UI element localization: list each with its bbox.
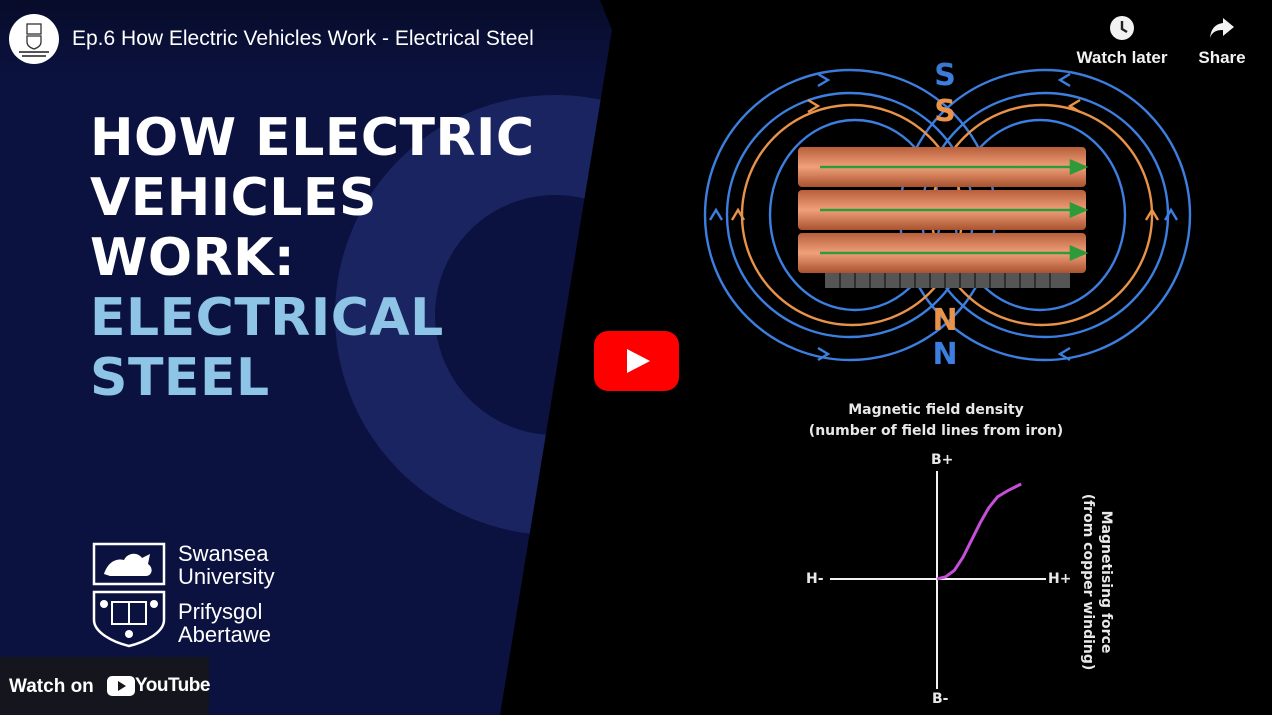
- magnetic-field-diagram: [703, 68, 1192, 362]
- play-icon: [627, 349, 650, 373]
- play-button[interactable]: [594, 331, 679, 391]
- watch-later-button[interactable]: Watch later: [1072, 14, 1172, 68]
- watch-on-label: Watch on: [9, 676, 94, 697]
- current-arrows: [820, 159, 1089, 261]
- x-axis-left-label: H-: [806, 571, 824, 587]
- headline-line: VEHICLES: [90, 168, 377, 228]
- crest-icon: [92, 542, 166, 648]
- pole-s-outer: S: [930, 58, 960, 93]
- magnetising-force-label: Magnetising force (from copper winding): [1079, 477, 1115, 687]
- channel-avatar[interactable]: [9, 14, 59, 64]
- pole-s-inner: S: [934, 94, 956, 129]
- video-title[interactable]: Ep.6 How Electric Vehicles Work - Electr…: [72, 27, 534, 50]
- headline-line: STEEL: [90, 348, 270, 408]
- share-label: Share: [1198, 48, 1246, 67]
- watch-on-youtube-button[interactable]: Watch on YouTube: [0, 657, 210, 715]
- magnetising-force-line: (from copper winding): [1080, 493, 1096, 671]
- clock-icon: [1110, 16, 1134, 40]
- share-button[interactable]: Share: [1172, 14, 1272, 68]
- youtube-logo-icon: [107, 676, 135, 696]
- university-name-line: Swansea: [178, 541, 269, 566]
- university-name-line: University: [178, 564, 275, 589]
- university-logo: Swansea University Prifysgol Abertawe: [90, 540, 290, 650]
- university-name-line: Prifysgol: [178, 599, 263, 624]
- watch-later-label: Watch later: [1076, 48, 1168, 67]
- youtube-wordmark: YouTube: [135, 675, 210, 696]
- headline: HOW ELECTRIC VEHICLES WORK: ELECTRICAL S…: [90, 108, 535, 408]
- bh-curve-series: [936, 482, 1022, 581]
- share-arrow-icon: [1210, 18, 1234, 38]
- pole-n-inner: N: [932, 303, 958, 338]
- magnetising-force-line: Magnetising force: [1098, 510, 1114, 654]
- bh-curve-chart: [830, 471, 1046, 689]
- player-top-bar: Ep.6 How Electric Vehicles Work - Electr…: [0, 0, 1272, 80]
- x-axis-right-label: H+: [1048, 571, 1072, 587]
- pole-n-outer: N: [932, 337, 958, 372]
- channel-logo-icon: [19, 23, 49, 57]
- chart-subtitle: (number of field lines from iron): [808, 423, 1064, 439]
- headline-line: HOW ELECTRIC: [90, 108, 535, 168]
- y-axis-bottom-label: B-: [932, 691, 949, 707]
- headline-line: WORK:: [90, 228, 296, 288]
- headline-line: ELECTRICAL: [90, 288, 444, 348]
- y-axis-top-label: B+: [931, 452, 954, 468]
- title-card: HOW ELECTRIC VEHICLES WORK: ELECTRICAL S…: [0, 0, 612, 715]
- field-arrows: [708, 72, 1179, 362]
- university-name-line: Abertawe: [178, 622, 271, 647]
- university-name: Swansea University Prifysgol Abertawe: [178, 542, 275, 646]
- chart-title: Magnetic field density: [848, 402, 1024, 418]
